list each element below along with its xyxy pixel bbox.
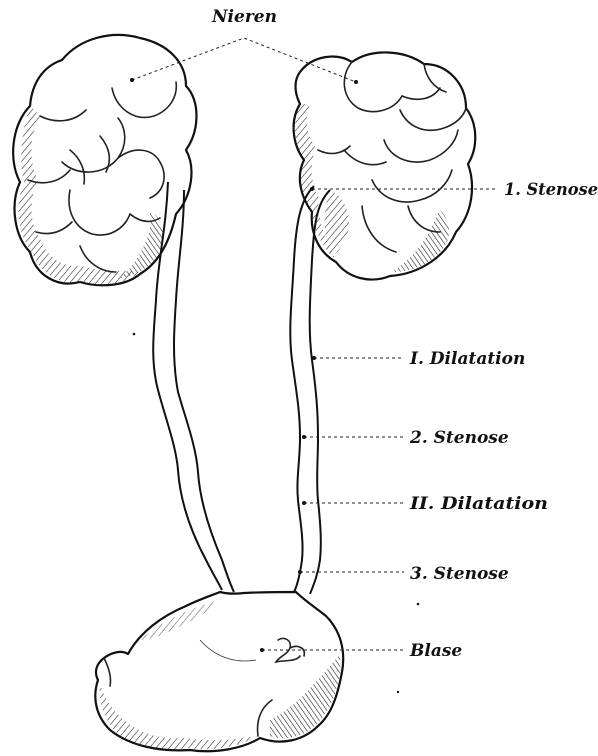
- label-stenose-1: 1. Stenose: [504, 180, 598, 200]
- label-blase: Blase: [409, 641, 462, 661]
- label-dilatation-2: II. Dilatation: [409, 494, 548, 514]
- bladder: [95, 592, 343, 751]
- label-nieren: Nieren: [211, 7, 277, 27]
- left-kidney: [13, 35, 196, 285]
- label-stenose-2: 2. Stenose: [409, 428, 509, 448]
- label-stenose-3: 3. Stenose: [410, 564, 509, 584]
- label-dilatation-1: I. Dilatation: [409, 349, 525, 369]
- right-kidney: [294, 52, 476, 279]
